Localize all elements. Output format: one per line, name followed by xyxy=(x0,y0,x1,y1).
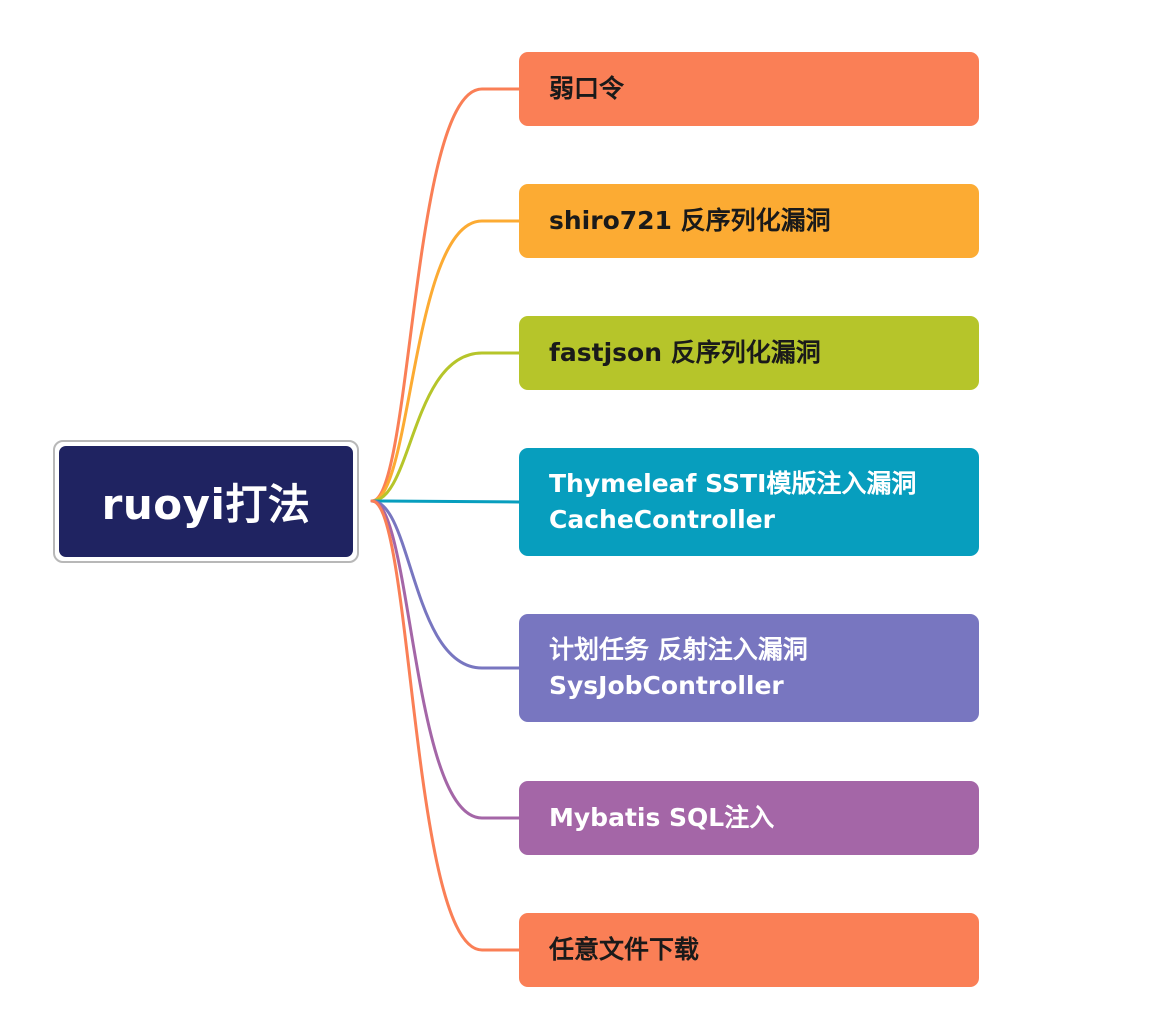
branch-label: fastjson 反序列化漏洞 xyxy=(549,338,821,367)
branch-label: CacheController xyxy=(549,505,775,534)
branch-label: Thymeleaf SSTI模版注入漏洞 xyxy=(549,469,917,498)
branch-node[interactable]: 弱口令 xyxy=(519,52,979,126)
branch-label: 弱口令 xyxy=(549,74,625,103)
root-node-label: ruoyi打法 xyxy=(59,446,353,557)
connector-line xyxy=(370,499,521,952)
branch-node[interactable]: Thymeleaf SSTI模版注入漏洞 CacheController xyxy=(519,448,979,556)
connector-line xyxy=(370,499,521,820)
connector-line xyxy=(370,351,521,503)
branch-node[interactable]: shiro721 反序列化漏洞 xyxy=(519,184,979,258)
branch-node[interactable]: Mybatis SQL注入 xyxy=(519,781,979,855)
root-node[interactable]: ruoyi打法 xyxy=(53,440,359,563)
branch-label: SysJobController xyxy=(549,671,784,700)
branch-node[interactable]: 计划任务 反射注入漏洞 SysJobController xyxy=(519,614,979,722)
connector-line xyxy=(370,499,521,670)
connector-line xyxy=(370,219,521,503)
branch-label: shiro721 反序列化漏洞 xyxy=(549,206,831,235)
branch-node[interactable]: fastjson 反序列化漏洞 xyxy=(519,316,979,390)
branch-label: 计划任务 反射注入漏洞 xyxy=(549,635,808,664)
branch-node[interactable]: 任意文件下载 xyxy=(519,913,979,987)
branch-label: Mybatis SQL注入 xyxy=(549,803,775,832)
connector-line xyxy=(370,87,521,503)
branch-label: 任意文件下载 xyxy=(549,935,700,964)
connector-line xyxy=(370,499,521,504)
